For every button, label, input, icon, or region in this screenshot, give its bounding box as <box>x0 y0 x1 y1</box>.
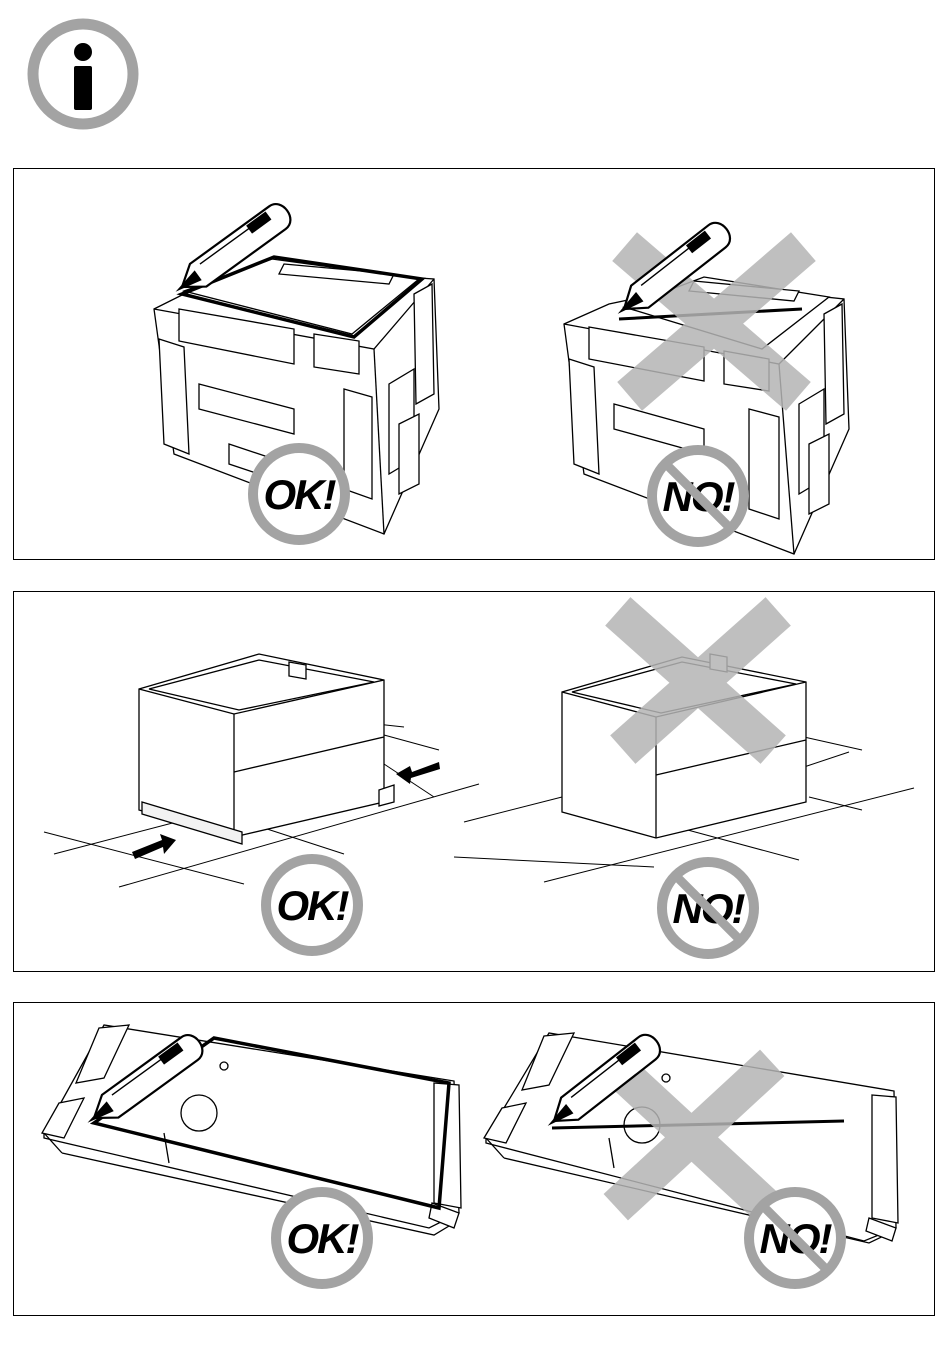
panel-base-cutting: OK! NO! <box>13 1002 935 1316</box>
info-icon <box>27 18 139 130</box>
no-badge: NO! <box>749 1192 841 1284</box>
svg-text:OK!: OK! <box>287 1215 360 1262</box>
panel-box-lifting: OK! NO! <box>13 591 935 972</box>
svg-text:OK!: OK! <box>264 471 337 518</box>
ok-badge: OK! <box>266 859 358 951</box>
carton-lifted-illustration <box>139 654 394 844</box>
tray-left-illustration <box>42 1025 461 1235</box>
ok-badge: OK! <box>276 1192 368 1284</box>
svg-text:OK!: OK! <box>277 882 350 929</box>
panel-box-opening: OK! <box>13 168 935 560</box>
no-badge: NO! <box>662 862 754 954</box>
no-badge: NO! <box>652 450 744 542</box>
ok-badge: OK! <box>253 448 345 540</box>
